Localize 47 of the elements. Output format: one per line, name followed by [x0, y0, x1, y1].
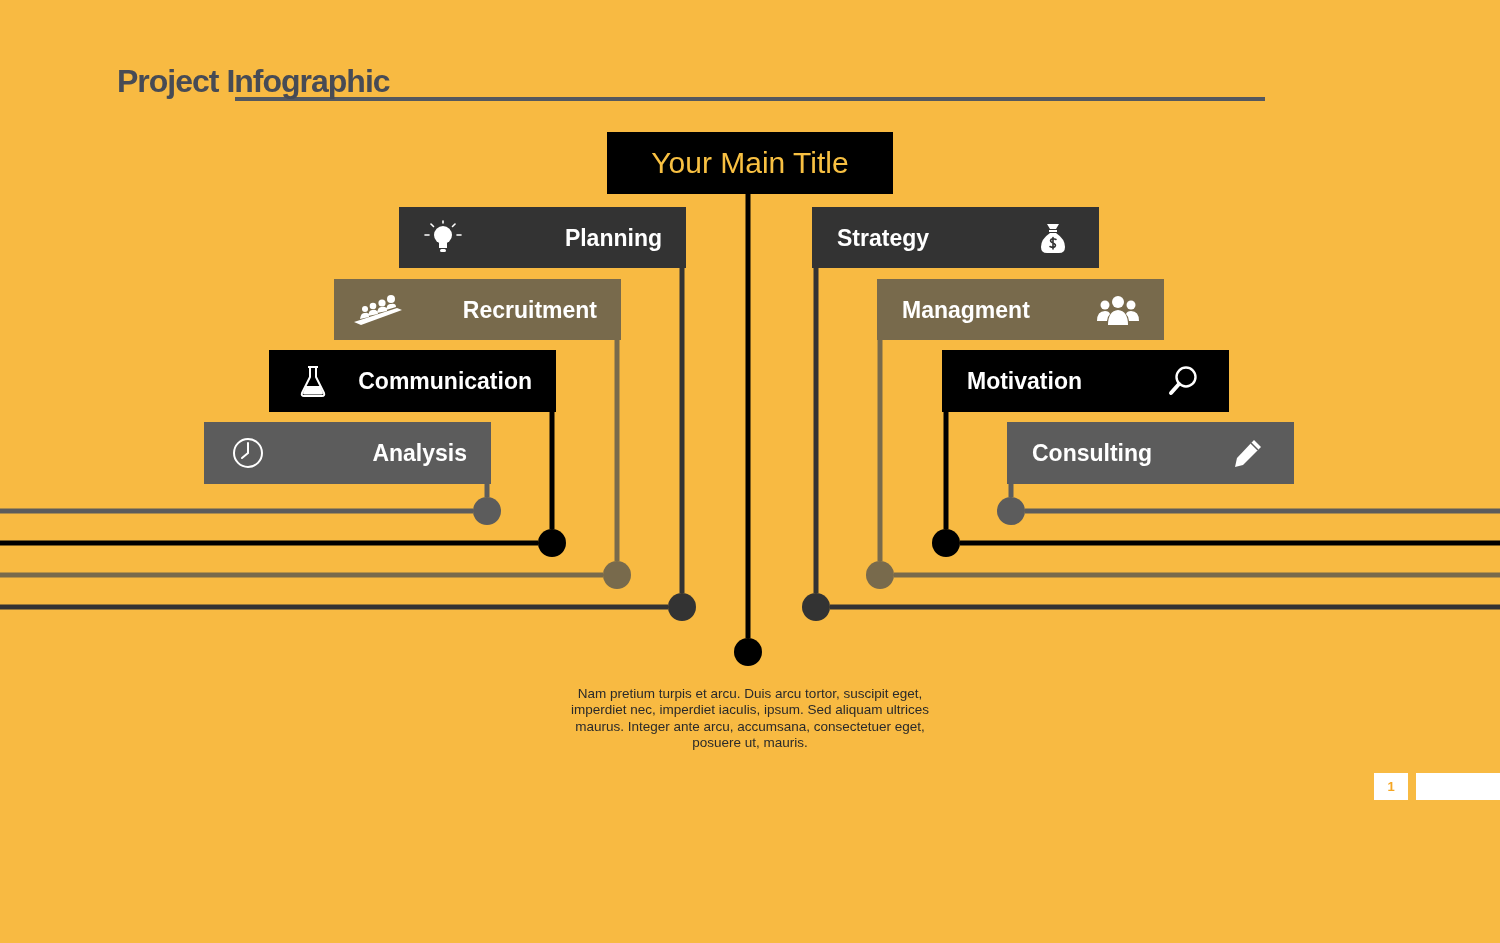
connector-line: [813, 268, 819, 593]
topic-bar: [269, 350, 556, 412]
page-title: Project Infographic: [117, 62, 390, 100]
connector-dot: [473, 497, 501, 525]
connector-line: [0, 508, 473, 514]
topic-label: Analysis: [372, 439, 467, 467]
topic-bar: [399, 207, 686, 268]
connector-dot: [866, 561, 894, 589]
connector-dot: [932, 529, 960, 557]
main-title-text: Your Main Title: [650, 149, 850, 177]
connector-line: [1025, 508, 1500, 514]
topic-label: Recruitment: [462, 295, 597, 324]
connector-line: [830, 604, 1500, 610]
topic-bar: [942, 350, 1229, 412]
main-title-box: [607, 132, 893, 194]
topic-label: Planning: [564, 223, 662, 252]
connector-line: [745, 194, 751, 638]
connector-line: [0, 604, 668, 610]
connector-line: [549, 412, 555, 529]
connector-line: [877, 340, 883, 561]
connector-dot: [538, 529, 566, 557]
topic-label: Strategy: [837, 223, 930, 252]
topic-label: Managment: [902, 295, 1030, 324]
connector-line: [960, 540, 1500, 546]
connector-line: [0, 540, 538, 546]
connector-line: [894, 572, 1500, 578]
connector-dot: [997, 497, 1025, 525]
connector-dot: [734, 638, 762, 666]
page-number: 1: [1374, 773, 1408, 800]
caption-text: Nam pretium turpis et arcu. Duis arcu tortor, suscipit eget, imperdiet nec, imperdiet iaculis, ipsum. Sed aliquam ultrices maurus. Integer ante arcu, accumsana, consectetuer eget, posuere ut, mauris.: [570, 686, 930, 752]
topic-bar: [1007, 422, 1294, 484]
connector-dot: [668, 593, 696, 621]
connector-dot: [603, 561, 631, 589]
connector-line: [679, 268, 685, 593]
topic-label: Motivation: [967, 367, 1082, 395]
topic-bar: [877, 279, 1164, 340]
topic-bar: [334, 279, 621, 340]
connector-dot: [802, 593, 830, 621]
topic-bar: [812, 207, 1099, 268]
connector-line: [484, 484, 490, 497]
connector-line: [614, 340, 620, 561]
connector-line: [0, 572, 603, 578]
topic-label: Communication: [358, 367, 532, 395]
connector-line: [943, 412, 949, 529]
topic-bar: [204, 422, 491, 484]
topic-label: Consulting: [1032, 439, 1153, 467]
connector-line: [1008, 484, 1014, 497]
